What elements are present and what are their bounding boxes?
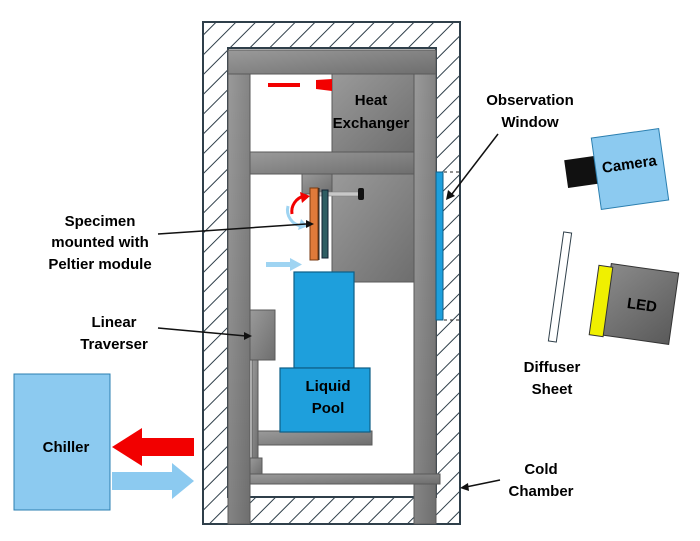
peltier-module (321, 189, 329, 259)
cold-chamber-label-line2: Chamber (508, 483, 573, 500)
linear-traverser-label-line2: Traverser (80, 336, 148, 353)
heat-exchanger-body (331, 173, 415, 283)
linear-traverser-block (249, 309, 276, 361)
chiller-label: Chiller (43, 439, 90, 456)
liquid-pool-lower (279, 367, 371, 433)
frame-middle-beam (249, 151, 415, 175)
observation-window-label-line2: Window (501, 114, 559, 131)
exhaust-arrow (268, 79, 332, 91)
chiller-unit (13, 373, 111, 511)
led-lamp (588, 263, 680, 345)
liquid-pool-upper (293, 271, 355, 369)
chamber-leader-line (465, 479, 501, 488)
camera (564, 128, 670, 210)
diffuser-sheet-label-line1: Diffuser (524, 359, 581, 376)
specimen-label-line2: mounted with (51, 234, 149, 251)
specimen-leader-line (157, 223, 307, 235)
led-label: LED (626, 295, 658, 316)
specimen-label-line1: Specimen (65, 213, 136, 230)
frame-bottom-beam (249, 473, 441, 485)
frame-right-post (413, 73, 437, 525)
diffuser-sheet-label-line2: Sheet (532, 381, 573, 398)
cold-chamber-label-line1: Cold (524, 461, 557, 478)
traverser-rod (251, 359, 259, 461)
observation-window (435, 171, 444, 321)
linear-traverser-label-line1: Linear (91, 314, 136, 331)
leader-lines (157, 133, 501, 491)
cold-flow-arrow (266, 258, 302, 271)
heat-exchanger-label-line2: Exchanger (333, 115, 410, 132)
support-frame (227, 49, 441, 525)
camera-body (590, 128, 670, 210)
diffuser-sheet (547, 231, 573, 343)
traverser-leader-line (157, 327, 247, 337)
specimen-label-line3: Peltier module (48, 256, 151, 273)
liquid-pool-label-line1: Liquid (306, 378, 351, 395)
pool-stage (257, 430, 373, 446)
observation-window-label-line1: Observation (486, 92, 574, 109)
led-emitter (588, 264, 614, 338)
traverser-foot (249, 457, 263, 475)
camera-lens (564, 156, 598, 188)
liquid-pool-label-line2: Pool (312, 400, 345, 417)
chiller-return-arrow (112, 428, 194, 466)
frame-top-beam (227, 49, 437, 75)
frame-left-post (227, 73, 251, 525)
window-leader-line (451, 133, 499, 195)
heat-exchanger-block (331, 73, 415, 153)
chiller-supply-arrow (112, 463, 194, 499)
mount-screw (358, 188, 364, 200)
heat-exchanger-label-line1: Heat (355, 92, 388, 109)
